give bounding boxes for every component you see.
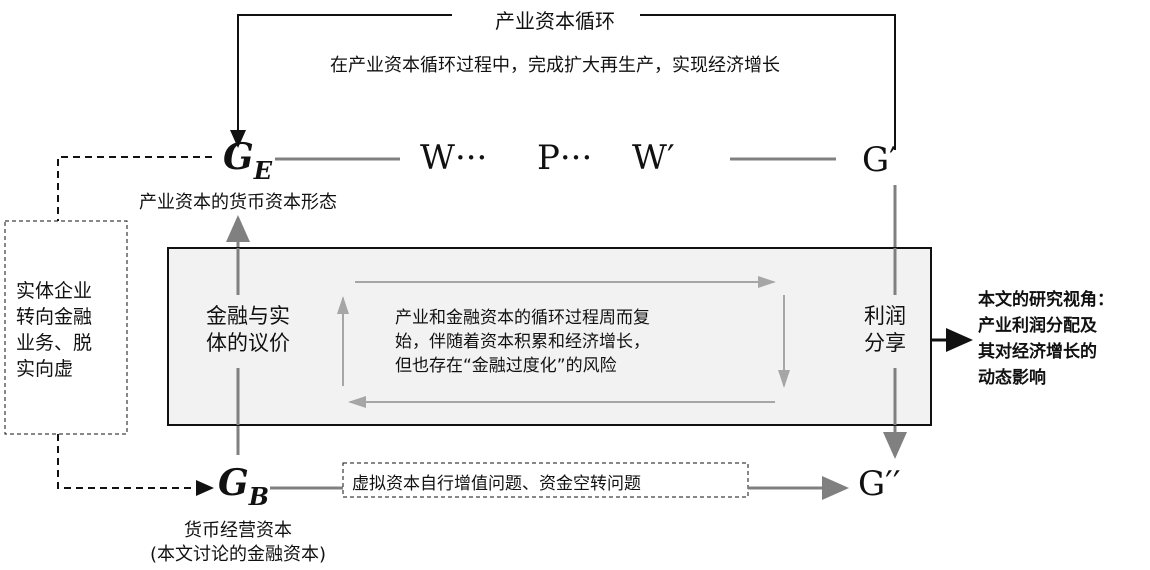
left-box-text: 实体企业 转向金融 业务、脱 实向虚 [16,278,92,382]
cycle-line-right [640,14,896,150]
left-box-line: 实体企业 [16,280,93,302]
pricing-label: 金融与实 体的议价 [206,303,290,357]
left-box-line: 业务、脱 [16,332,93,354]
gb-caption-2: (本文讨论的金融资本) [149,544,327,565]
ge-main: G [223,136,254,178]
cycle-label: 产业资本循环 [495,9,615,33]
dashed-ge-connector [57,156,212,221]
node-gb: GB [218,462,269,511]
research-line: 产业利润分配及 [978,316,1097,336]
node-ge: GE [223,136,272,185]
profit-sharing-line: 利润 [864,304,906,328]
cycle-box-line: 但也存在“金融过度化”的风险 [395,356,617,376]
research-perspective: 本文的研究视角： 产业利润分配及 其对经济增长的 动态影响 [978,287,1114,391]
pricing-label-line: 金融与实 [206,304,290,328]
ge-sub: E [253,156,273,185]
cycle-description: 在产业资本循环过程中，完成扩大再生产，实现经济增长 [330,55,780,76]
cycle-box-text: 产业和金融资本的循环过程周而复 始，伴随着资本积累和经济增长， 但也存在“金融过… [395,306,650,378]
problem-dashed-box [342,462,749,498]
node-p: P··· [537,138,593,178]
node-g-double-prime: G′′ [858,464,901,504]
node-w1: W··· [420,138,488,178]
cycle-box-line: 始，伴随着资本积累和经济增长， [395,332,650,352]
ge-caption: 产业资本的货币资本形态 [139,192,337,213]
gb-sub: B [248,482,270,511]
cycle-box [167,247,932,426]
node-g-prime: G′ [862,140,897,180]
left-box-line: 实向虚 [16,358,74,380]
gb-main: G [218,462,249,504]
dashed-gb-connector [57,434,214,496]
profit-sharing-label: 利润 分享 [864,303,906,357]
left-dashed-box [4,220,128,435]
cycle-box-line: 产业和金融资本的循环过程周而复 [395,308,650,328]
gb-caption-1: 货币经营资本 [184,520,292,541]
research-line: 动态影响 [978,368,1046,388]
problem-label: 虚拟资本自行增值问题、资金空转问题 [352,474,641,494]
profit-sharing-line: 分享 [864,331,906,355]
left-box-line: 转向金融 [16,306,93,328]
node-w2: W′ [632,138,675,178]
pricing-label-line: 体的议价 [206,331,290,355]
research-line: 其对经济增长的 [978,342,1097,362]
cycle-line-left [230,14,452,148]
research-line: 本文的研究视角： [978,290,1114,310]
